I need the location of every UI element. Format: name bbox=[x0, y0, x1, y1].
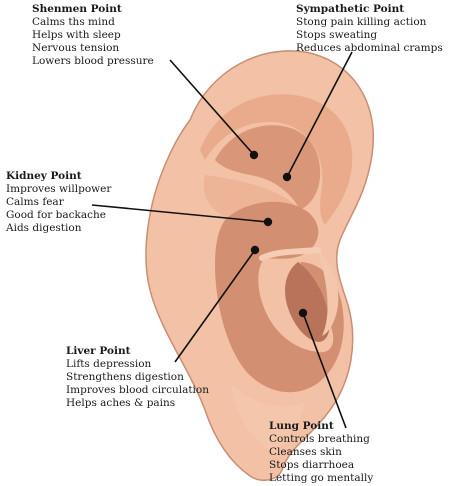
lung-point-marker bbox=[298, 308, 308, 318]
sympathetic-title: Sympathetic Point bbox=[296, 3, 405, 15]
kidney-benefit: Good for backache bbox=[6, 209, 106, 221]
lung-benefit: Letting go mentally bbox=[269, 472, 374, 484]
upper-fossa bbox=[215, 125, 321, 210]
sympathetic-label: Sympathetic Point Stong pain killing act… bbox=[296, 3, 443, 55]
sympathetic-leader-line bbox=[286, 51, 353, 178]
sympathetic-benefit: Stong pain killing action bbox=[296, 16, 427, 28]
liver-point-marker bbox=[250, 245, 260, 255]
kidney-benefit: Aids digestion bbox=[6, 222, 82, 234]
lung-benefit: Cleanses skin bbox=[269, 446, 342, 458]
lung-benefit: Controls breathing bbox=[269, 433, 370, 445]
liver-benefit: Helps aches & pains bbox=[66, 397, 176, 409]
crus-highlight bbox=[259, 247, 321, 261]
sympathetic-benefit: Stops sweating bbox=[296, 29, 378, 41]
liver-benefit: Strengthens digestion bbox=[66, 371, 184, 383]
kidney-leader-line bbox=[91, 204, 269, 223]
earlobe bbox=[232, 385, 305, 452]
shenmen-benefit: Helps with sleep bbox=[32, 29, 121, 41]
kidney-benefit: Improves willpower bbox=[6, 183, 112, 195]
liver-title: Liver Point bbox=[66, 345, 131, 357]
helix-rim bbox=[200, 94, 353, 225]
shenmen-leader-line bbox=[169, 59, 255, 156]
sympathetic-point-marker bbox=[282, 172, 292, 182]
shenmen-benefit: Nervous tension bbox=[32, 42, 120, 54]
lung-label: Lung Point Controls breathing Cleanses s… bbox=[269, 420, 373, 485]
kidney-benefit: Calms fear bbox=[6, 196, 64, 208]
kidney-title: Kidney Point bbox=[6, 170, 82, 182]
shenmen-title: Shenmen Point bbox=[32, 3, 122, 15]
shenmen-point-marker bbox=[249, 150, 259, 160]
kidney-point-marker bbox=[263, 217, 273, 227]
kidney-label: Kidney Point Improves willpower Calms fe… bbox=[6, 170, 111, 235]
shenmen-label: Shenmen Point Calms ths mind Helps with … bbox=[32, 3, 154, 68]
liver-leader-line bbox=[174, 249, 256, 363]
liver-benefit: Lifts depression bbox=[66, 358, 152, 370]
concha bbox=[215, 201, 344, 393]
lung-benefit: Stops diarrhoea bbox=[269, 459, 355, 471]
shenmen-benefit: Lowers blood pressure bbox=[32, 55, 154, 67]
shenmen-benefit: Calms ths mind bbox=[32, 16, 115, 28]
sympathetic-benefit: Reduces abdominal cramps bbox=[296, 42, 443, 54]
tragus bbox=[318, 250, 339, 336]
ear-canal-shadow bbox=[285, 262, 330, 342]
liver-benefit: Improves blood circulation bbox=[66, 384, 210, 396]
lung-leader-line bbox=[302, 312, 347, 429]
liver-label: Liver Point Lifts depression Strengthens… bbox=[66, 345, 209, 410]
lung-title: Lung Point bbox=[269, 420, 334, 432]
